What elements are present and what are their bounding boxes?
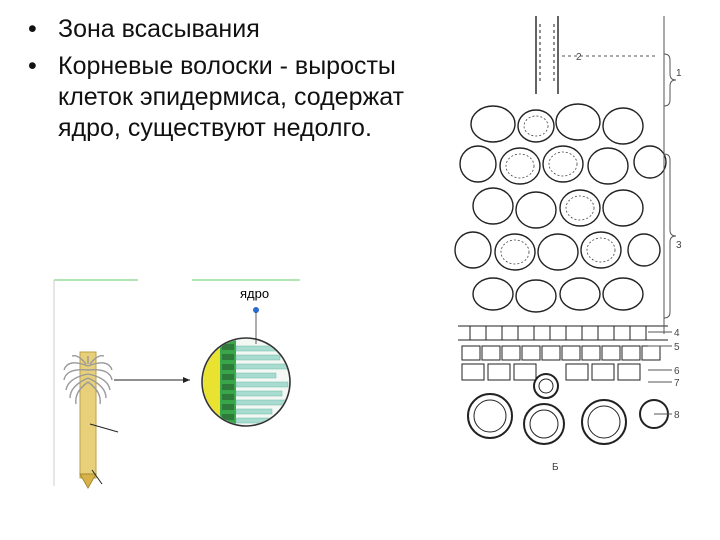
bullet-text: Зона всасывания [58, 15, 260, 43]
root-hair-illustration: ядро [50, 274, 310, 494]
diagram-label-7: 7 [674, 378, 680, 389]
bullet-list: • Зона всасывания • Корневые волоски - в… [24, 14, 404, 150]
root-body [80, 352, 96, 488]
bullet-item: • Корневые волоски - выросты клеток эпид… [24, 51, 404, 144]
nucleus-label: ядро [240, 286, 269, 301]
diagram-label-4: 4 [674, 328, 680, 339]
diagram-label-5: 5 [674, 342, 680, 353]
diagram-label-2: 2 [576, 52, 582, 63]
magnified-view [202, 307, 290, 428]
diagram-label-8: 8 [674, 410, 680, 421]
bullet-text: Корневые волоски - выросты клеток эпидер… [58, 52, 404, 142]
diagram-label-3: 3 [676, 240, 682, 251]
root-cross-section-drawing: 1 2 3 4 5 6 7 8 Б [418, 14, 712, 484]
diagram-label-b: Б [552, 462, 559, 473]
bullet-dot-icon: • [28, 51, 37, 82]
bullet-item: • Зона всасывания [24, 14, 404, 45]
diagram-label-1: 1 [676, 68, 682, 79]
bullet-dot-icon: • [28, 14, 37, 45]
diagram-label-6: 6 [674, 366, 680, 377]
